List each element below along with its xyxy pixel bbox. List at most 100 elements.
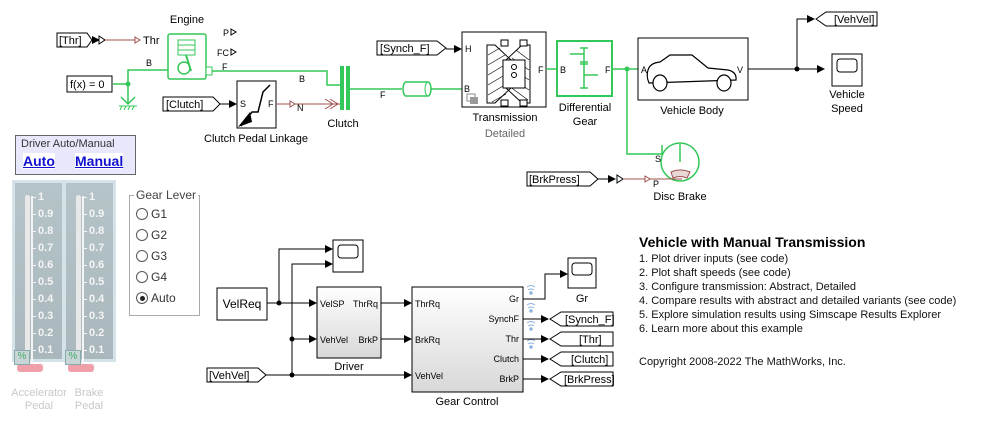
vehicle-speed-scope[interactable] <box>831 53 863 87</box>
brake-pedal-slider[interactable]: 10.90.80.70.60.50.40.30.20.10 % <box>63 180 116 373</box>
gc-in-brkrq: BrkRq <box>415 335 440 345</box>
gear-option-auto[interactable]: Auto <box>136 291 176 305</box>
driver-scope[interactable] <box>332 239 364 273</box>
slider-track <box>25 195 30 367</box>
radio-button[interactable] <box>136 271 148 283</box>
linkage-port-f: F <box>268 99 274 109</box>
vehvel-from-block[interactable]: [VehVel] <box>206 367 267 383</box>
transmission-variant-label[interactable]: Detailed <box>485 128 525 140</box>
gauge-tick: 0.4 <box>81 294 104 305</box>
radio-button[interactable] <box>136 229 148 241</box>
brkpress-from-block[interactable]: [BrkPress] <box>526 171 599 187</box>
clutch-from-label: [Clutch] <box>166 99 203 111</box>
engine-block[interactable] <box>167 33 213 80</box>
vehicle-port-v: V <box>737 65 743 75</box>
gauge-tick: 0.5 <box>81 277 104 288</box>
gr-scope[interactable] <box>567 257 597 289</box>
linkage-port-s: S <box>240 99 246 109</box>
differential-gear-block[interactable] <box>556 40 613 97</box>
clutch-port-f: F <box>380 90 386 100</box>
vehvel-goto-block[interactable]: [VehVel] <box>815 11 878 27</box>
radio-button[interactable] <box>136 250 148 262</box>
slider-thumb[interactable] <box>17 364 43 372</box>
diff-label-2: Gear <box>573 116 598 128</box>
clutch-goto-block[interactable]: [Clutch] <box>549 351 614 367</box>
clutch-goto-label: [Clutch] <box>571 354 608 366</box>
model-link-item[interactable]: 1. Plot driver inputs (see code) <box>639 253 789 265</box>
clutch-block[interactable] <box>340 66 350 110</box>
clutch-pedal-linkage-block[interactable] <box>236 80 277 129</box>
log-icon-synchf <box>526 303 536 313</box>
gc-out-gr: Gr <box>509 294 519 304</box>
disc-brake-block[interactable] <box>660 142 700 182</box>
gauge-tick: 0.2 <box>30 328 53 339</box>
thr-goto-block[interactable]: [Thr] <box>549 331 614 347</box>
clutch-linkage-label: Clutch Pedal Linkage <box>204 133 308 145</box>
vehvel-goto-label: [VehVel] <box>834 14 874 26</box>
gauge-tick: 1 <box>30 192 44 203</box>
inertia-block[interactable] <box>402 81 432 97</box>
synch-f-from-label: [Synch_F] <box>380 43 430 55</box>
clutch-from-block[interactable]: [Clutch] <box>162 96 221 112</box>
model-link-item[interactable]: 6. Learn more about this example <box>639 323 803 335</box>
brkpress-from-label: [BrkPress] <box>529 174 580 186</box>
driver-block[interactable] <box>316 286 382 359</box>
radio-button[interactable] <box>136 292 148 304</box>
vehicle-port-a: A <box>641 65 647 75</box>
gear-option-g4[interactable]: G4 <box>136 270 167 284</box>
engine-port-p: P <box>223 28 229 38</box>
gear-option-label: G1 <box>151 207 168 221</box>
transmission-port-h: H <box>465 44 472 54</box>
thr-from-block[interactable]: [Thr] <box>56 32 93 48</box>
gear-option-g2[interactable]: G2 <box>136 228 167 242</box>
driver-label: Driver <box>334 361 364 373</box>
radio-button[interactable] <box>136 208 148 220</box>
gear-lever-title: Gear Lever <box>134 188 199 202</box>
synch-f-goto-label: [Synch_F] <box>565 314 615 326</box>
driver-auto-link[interactable]: Auto <box>23 153 55 169</box>
velreq-block[interactable]: VelReq <box>216 287 268 321</box>
gauge-tick: 0.1 <box>81 345 104 356</box>
gauge-tick: 0.3 <box>81 311 104 322</box>
synch-f-goto-block[interactable]: [Synch_F] <box>549 311 615 327</box>
gear-option-label: G3 <box>151 249 168 263</box>
vehicle-body-block[interactable] <box>637 37 749 101</box>
ground-icon <box>119 96 137 111</box>
gauge-tick: 0.7 <box>30 243 53 254</box>
gear-option-g1[interactable]: G1 <box>136 207 167 221</box>
synch-f-from-block[interactable]: [Synch_F] <box>376 40 447 56</box>
model-link-item[interactable]: 5. Explore simulation results using Sims… <box>639 309 942 321</box>
gear-option-label: G2 <box>151 228 168 242</box>
transmission-block[interactable] <box>461 31 547 108</box>
gauge-tick: 0.9 <box>30 209 53 220</box>
disc-brake-port-p: P <box>653 179 659 189</box>
log-icon-gr <box>526 285 536 295</box>
solver-config-block[interactable]: f(x) = 0 <box>66 75 113 93</box>
gauge-tick: 0.7 <box>81 243 104 254</box>
vehicle-speed-label-1: Vehicle <box>829 89 864 101</box>
transmission-label: Transmission <box>473 112 538 124</box>
model-link-item[interactable]: 3. Configure transmission: Abstract, Det… <box>639 281 857 293</box>
gauge-tick: 0.9 <box>81 209 104 220</box>
gc-in-vehvel: VehVel <box>415 371 443 381</box>
model-link-item[interactable]: 4. Compare results with abstract and det… <box>639 295 957 307</box>
model-title: Vehicle with Manual Transmission <box>639 234 866 250</box>
gear-option-label: G4 <box>151 270 168 284</box>
transmission-port-b: B <box>464 84 470 94</box>
driver-out-thrrq: ThrRq <box>353 299 378 309</box>
brkpress-goto-block[interactable]: [BrkPress] <box>549 371 615 387</box>
gear-option-g3[interactable]: G3 <box>136 249 167 263</box>
engine-port-fc: FC <box>217 48 229 58</box>
driver-mode-panel: Driver Auto/Manual Auto Manual <box>15 135 136 175</box>
gauge-tick: 0.4 <box>30 294 53 305</box>
gauge-tick: 1 <box>81 192 95 203</box>
model-link-item[interactable]: 2. Plot shaft speeds (see code) <box>639 267 791 279</box>
diff-port-b: B <box>560 65 566 75</box>
gear-control-block[interactable] <box>411 286 524 393</box>
gc-out-thr: Thr <box>506 334 520 344</box>
accelerator-pedal-slider[interactable]: 10.90.80.70.60.50.40.30.20.10 % <box>12 180 65 373</box>
gauge-tick: 0.5 <box>30 277 53 288</box>
slider-thumb[interactable] <box>68 364 94 372</box>
driver-manual-link[interactable]: Manual <box>75 153 124 169</box>
